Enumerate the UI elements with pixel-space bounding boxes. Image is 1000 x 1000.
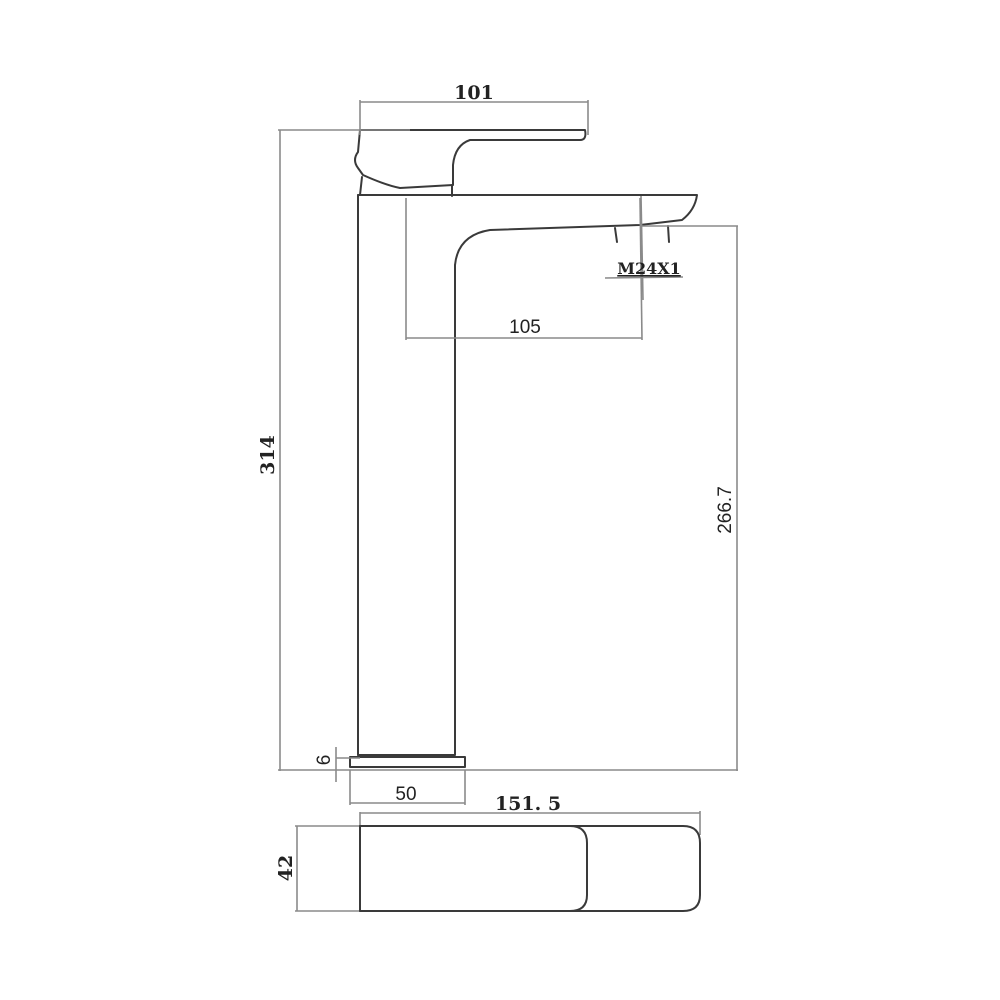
body-and-spout-outline (357, 194, 698, 756)
handle-joint-line (359, 176, 363, 196)
dim-base-width: 50 (395, 784, 416, 805)
thread-tick-right (667, 225, 670, 243)
dim-spout-reach: 105 (509, 317, 541, 338)
dim-total-height: 314 (257, 435, 279, 475)
thread-tick-left (614, 227, 618, 243)
dimension-lines (278, 100, 738, 912)
faucet-plan-view (359, 825, 701, 912)
plan-handle-outline (359, 825, 588, 912)
faucet-side-view (349, 129, 698, 768)
dimension-labels: 101 105 M24X1 314 266.7 6 50 151. 5 42 (257, 82, 736, 881)
dim-handle-length: 101 (454, 82, 494, 104)
dim-spout-height: 266.7 (715, 486, 736, 534)
base-flange (349, 756, 466, 768)
dim-plan-length: 151. 5 (495, 793, 561, 815)
dim-base-thickness: 6 (314, 755, 335, 766)
plan-outer-outline (359, 825, 701, 912)
handle-outline (354, 129, 587, 189)
dim-plan-width: 42 (275, 855, 297, 881)
thread-label: M24X1 (617, 259, 681, 278)
